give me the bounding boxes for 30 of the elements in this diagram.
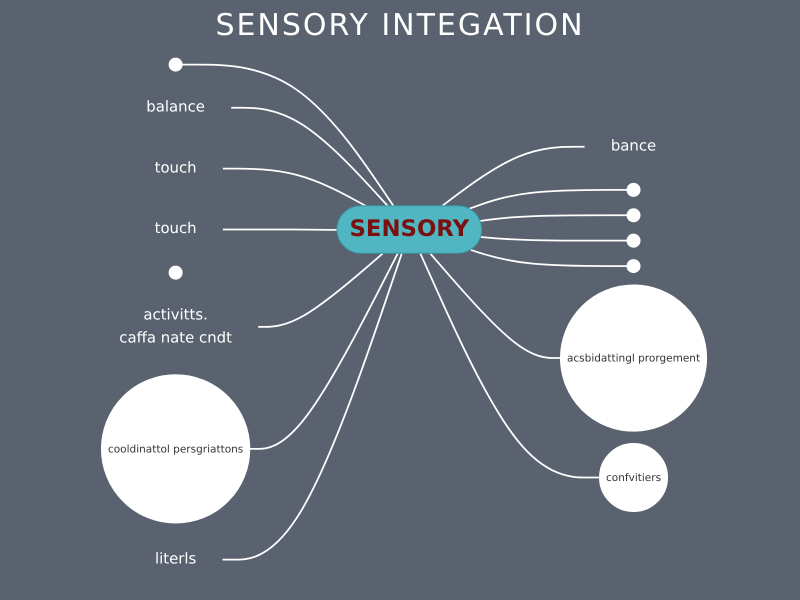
connector (182, 63, 395, 206)
node-circle: acsbidattingl prorgement (560, 284, 708, 432)
node-text: touch (154, 158, 197, 176)
connector (468, 188, 628, 210)
connector (258, 252, 384, 328)
connector (480, 236, 628, 242)
node-circle: cooldinattol persgriattons (101, 374, 250, 524)
node-circle (626, 233, 641, 248)
title: SENSORY INTEGATION (214, 7, 586, 45)
connector (223, 167, 367, 207)
connector (441, 145, 585, 206)
node-circle (626, 208, 641, 222)
connector (222, 252, 403, 560)
node-circle (626, 182, 641, 196)
node-circle: confvitiers (599, 442, 668, 512)
node-text: bance (611, 136, 656, 154)
node-circle (168, 265, 183, 280)
connector (420, 252, 600, 478)
connector (430, 252, 561, 358)
node-text: literls (155, 550, 196, 568)
node-text: touch (154, 220, 197, 238)
node-circle (626, 258, 641, 273)
connector (480, 214, 628, 222)
connector (470, 248, 628, 266)
node-text: balance (146, 98, 206, 116)
node-text: activitts. caffa nate cndt (119, 306, 232, 346)
connector (223, 228, 338, 230)
node-circle (168, 57, 183, 72)
connector (231, 106, 389, 206)
connector (250, 252, 399, 450)
